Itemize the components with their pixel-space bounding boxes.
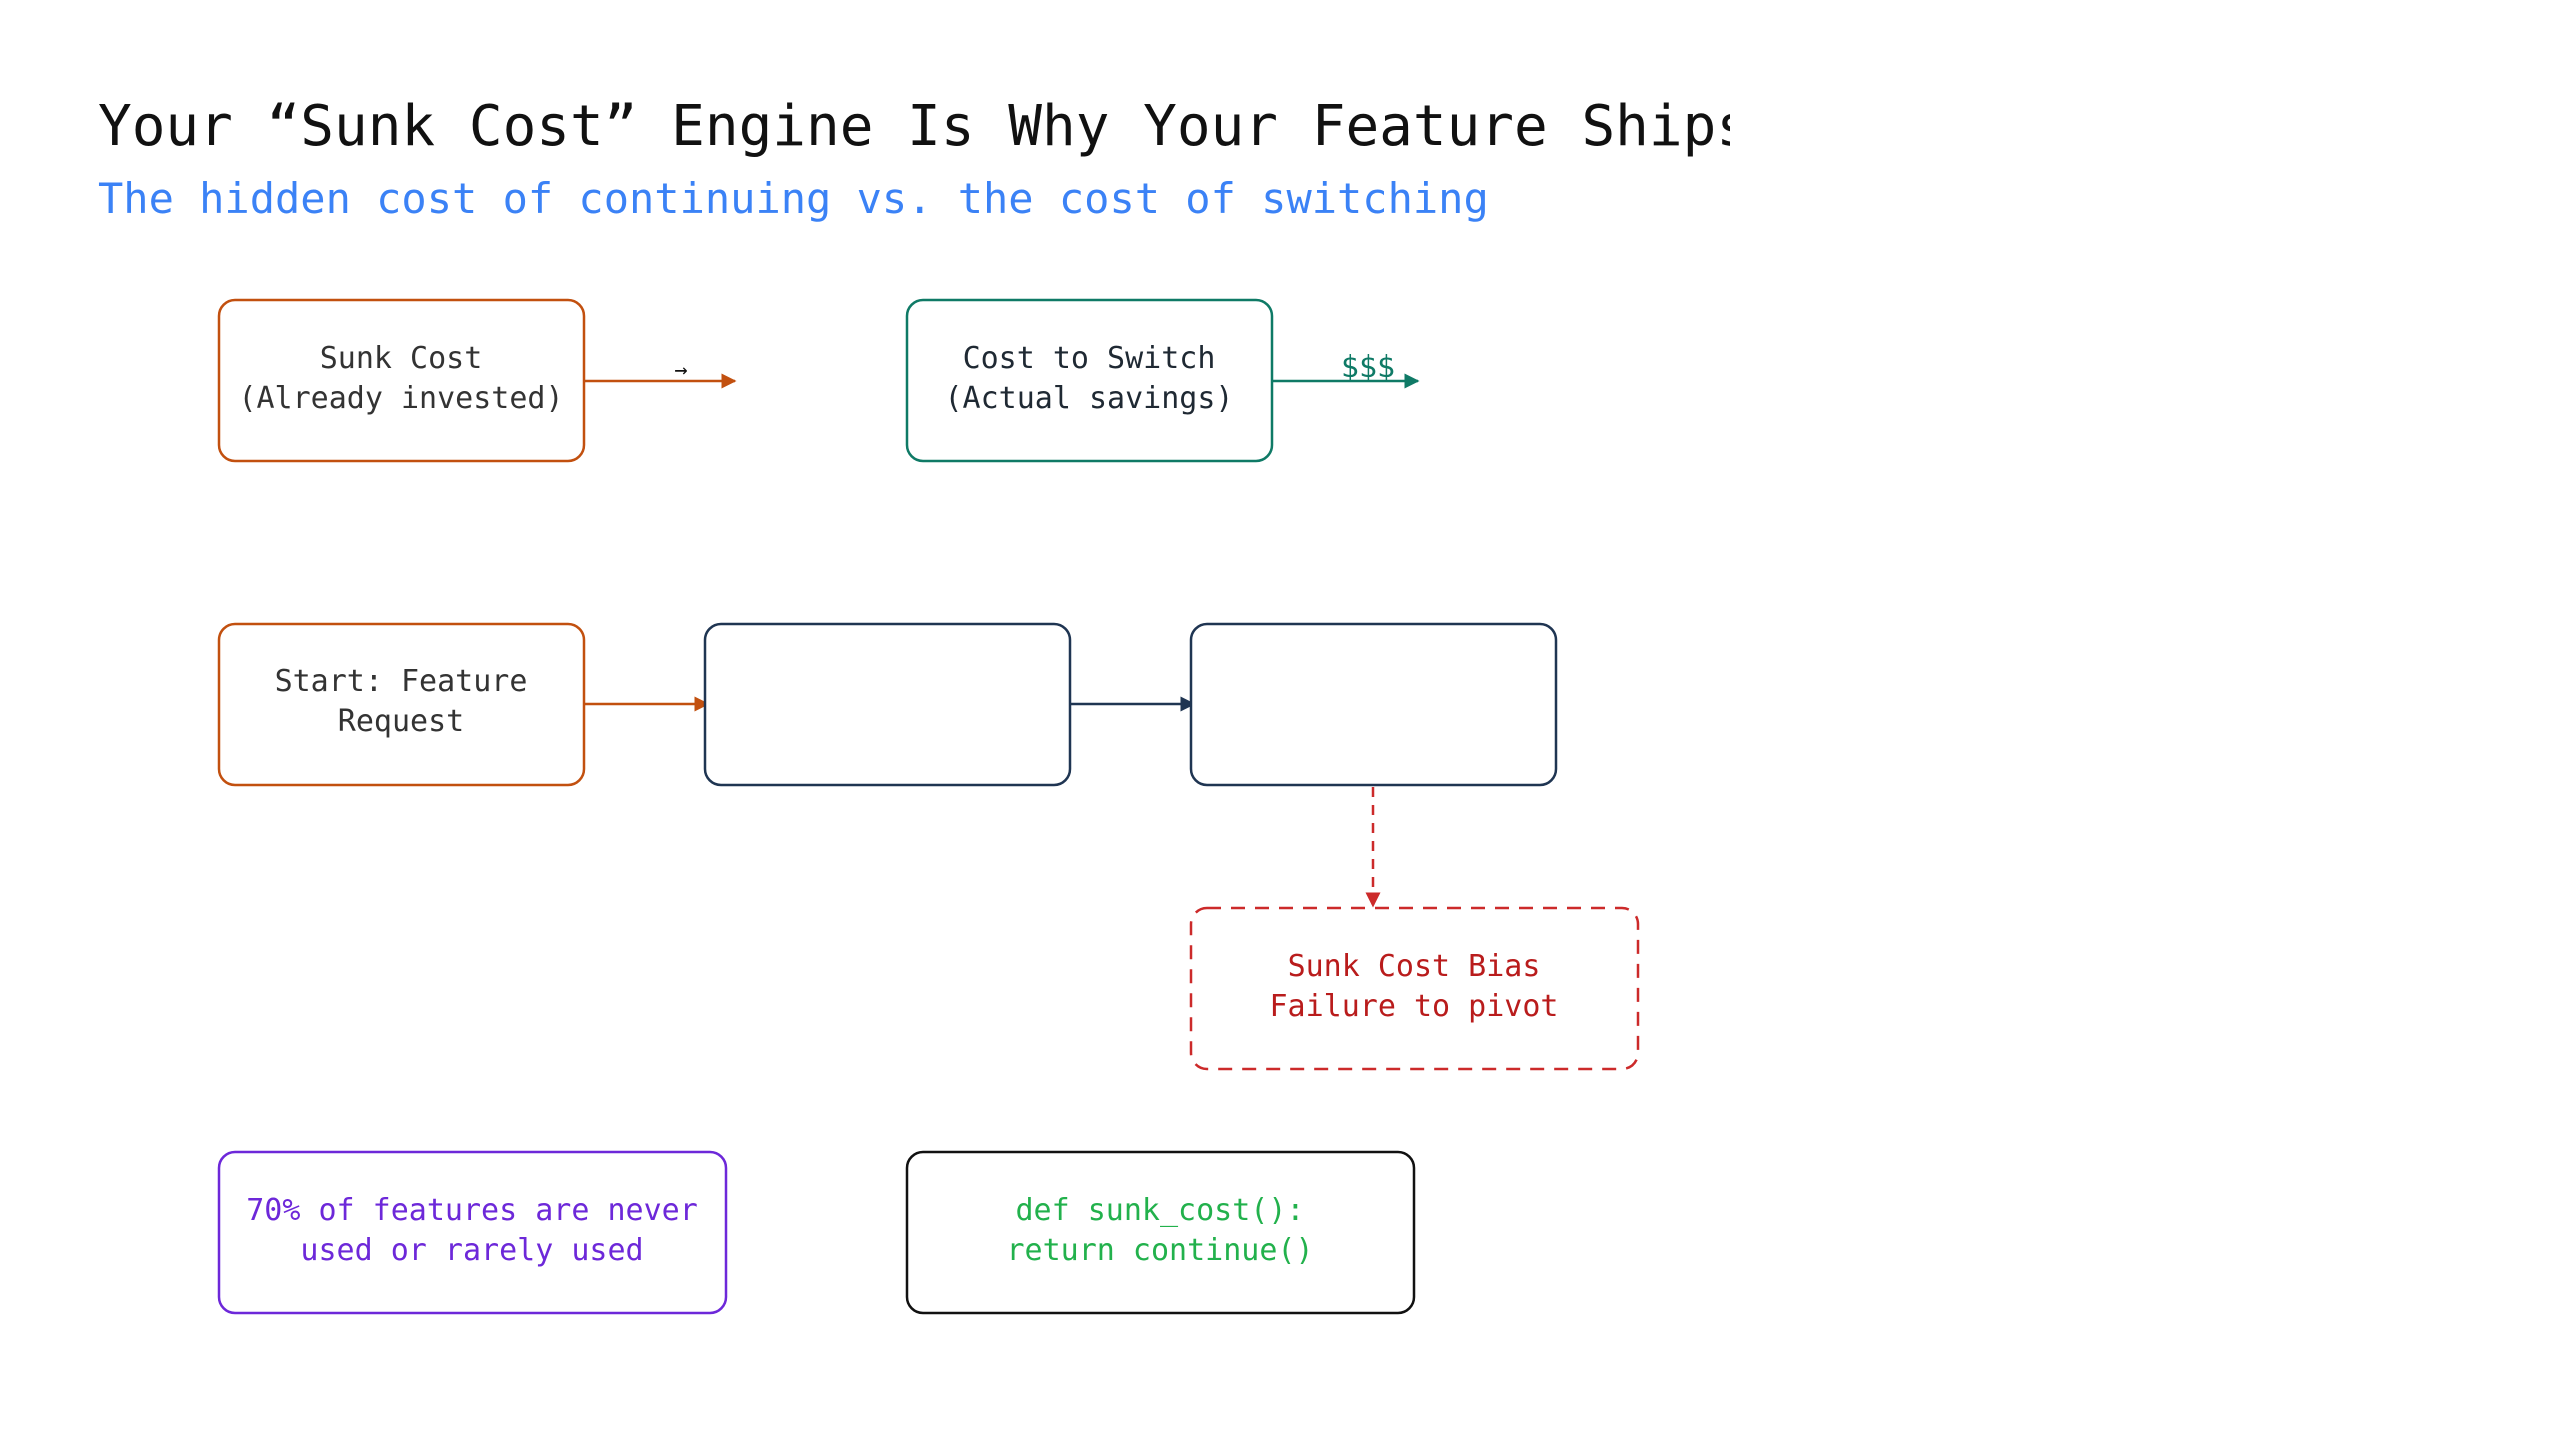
sunk-cost-bias-box	[1189, 906, 1640, 1071]
sunk-cost-line-2: (Already invested)	[238, 381, 563, 416]
page-subtitle: The hidden cost of continuing vs. the co…	[98, 174, 1489, 223]
start-line-1: Start: Feature	[275, 664, 528, 699]
code-snippet-node: def sunk_cost(): return continue()	[905, 1150, 1416, 1315]
code-snippet-line-1: def sunk_cost():	[1016, 1193, 1305, 1228]
code-snippet-box	[905, 1150, 1416, 1315]
sunk-cost-arrow-label: →	[674, 358, 687, 383]
sunk-cost-bias-line-2: Failure to pivot	[1270, 989, 1559, 1024]
start-line-2: Request	[338, 704, 464, 739]
switch-cost-node: Cost to Switch (Actual savings)	[905, 298, 1274, 463]
sunk-cost-line-1: Sunk Cost	[320, 341, 483, 376]
sunk-cost-node: Sunk Cost (Already invested)	[217, 298, 586, 463]
process-b-box	[1189, 622, 1558, 787]
process-b-node	[1189, 622, 1558, 787]
switch-cost-line-2: (Actual savings)	[945, 381, 1234, 416]
start-node: Start: Feature Request	[217, 622, 586, 787]
page-title: Your “Sunk Cost” Engine Is Why Your Feat…	[98, 94, 1730, 159]
sunk-cost-bias-node: Sunk Cost Bias Failure to pivot	[1189, 906, 1640, 1071]
feature-usage-stat-box	[217, 1150, 728, 1315]
process-a-node	[703, 622, 1072, 787]
feature-usage-stat-line-1: 70% of features are never	[246, 1193, 698, 1228]
process-a-box	[703, 622, 1072, 787]
switch-cost-arrow-label: $$$	[1341, 350, 1395, 385]
switch-cost-line-1: Cost to Switch	[963, 341, 1216, 376]
feature-usage-stat-line-2: used or rarely used	[300, 1233, 643, 1268]
switch-cost-edge: $$$	[1272, 350, 1420, 389]
sunk-cost-edge: →	[584, 358, 737, 389]
code-snippet-line-2: return continue()	[1006, 1233, 1313, 1268]
feature-usage-stat-node: 70% of features are never used or rarely…	[217, 1150, 728, 1315]
sunk-cost-bias-line-1: Sunk Cost Bias	[1288, 949, 1541, 984]
